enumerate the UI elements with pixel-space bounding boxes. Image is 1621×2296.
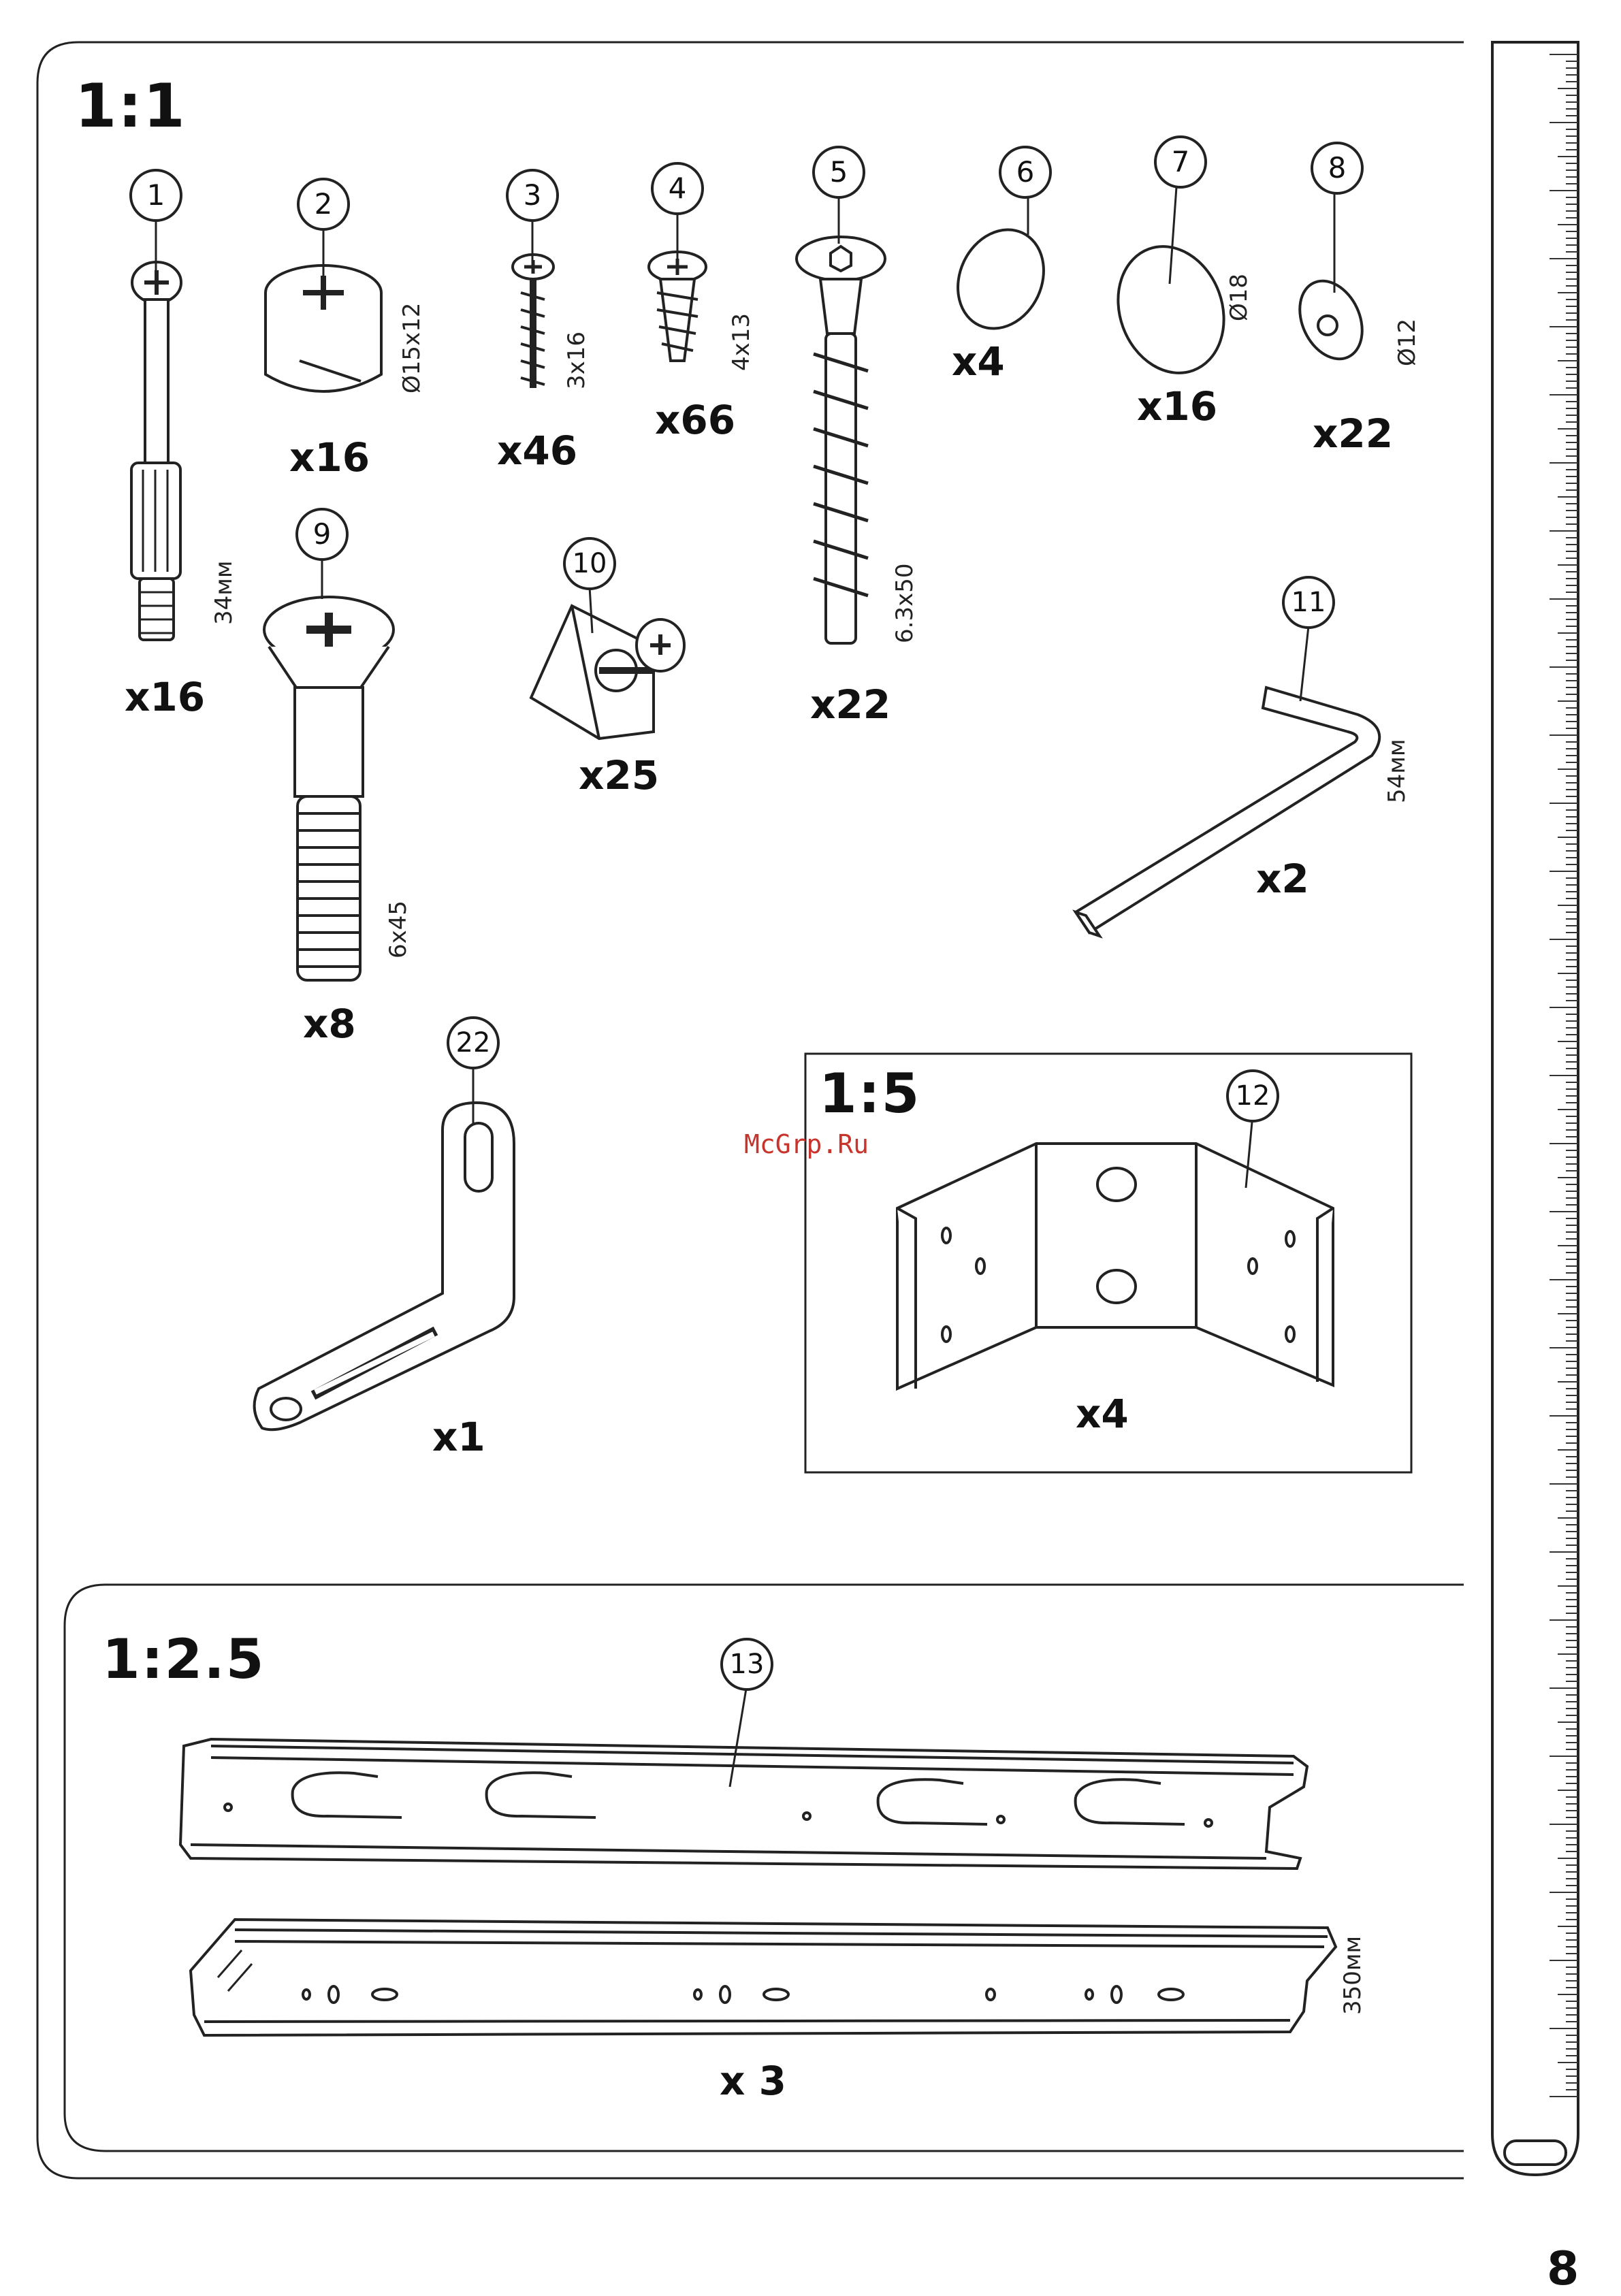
part-number-2: 2 bbox=[315, 190, 333, 219]
part-11-hex-key bbox=[1076, 688, 1379, 936]
scale-label-main: 1:1 bbox=[75, 76, 187, 136]
dim-part-11: 54мм bbox=[1385, 739, 1409, 803]
dim-part-3: 3x16 bbox=[565, 332, 588, 389]
qty-part-5: x22 bbox=[810, 685, 890, 724]
qty-part-10: x25 bbox=[579, 756, 659, 795]
part-22-l-bracket bbox=[255, 1103, 514, 1429]
part-number-9: 9 bbox=[313, 520, 332, 549]
part-10-corner-block bbox=[531, 606, 684, 739]
part-1-cam-bolt bbox=[131, 262, 181, 640]
part-9-bolt bbox=[264, 597, 394, 980]
part-2-cam-lock bbox=[266, 265, 381, 391]
dim-part-1: 34мм bbox=[212, 560, 236, 625]
qty-part-6: x4 bbox=[952, 342, 1005, 381]
dim-part-8: Ø12 bbox=[1396, 319, 1419, 366]
qty-part-11: x2 bbox=[1256, 859, 1309, 899]
part-number-11: 11 bbox=[1291, 589, 1326, 616]
qty-part-7: x16 bbox=[1137, 387, 1217, 426]
part-12-angle-bracket bbox=[897, 1144, 1333, 1389]
part-number-13: 13 bbox=[730, 1651, 765, 1678]
scale-label-rail: 1:2.5 bbox=[102, 1632, 265, 1687]
part-4-screw bbox=[649, 252, 706, 361]
part-13-drawer-slide-lower bbox=[191, 1920, 1336, 2035]
qty-part-22: x1 bbox=[432, 1417, 485, 1457]
dim-part-2: Ø15x12 bbox=[400, 303, 423, 393]
dim-part-4: 4x13 bbox=[730, 313, 753, 371]
part-8-cap bbox=[1288, 271, 1375, 369]
part-number-10: 10 bbox=[573, 550, 607, 577]
part-13-drawer-slide-upper bbox=[180, 1739, 1307, 1869]
qty-part-12: x4 bbox=[1076, 1394, 1129, 1434]
qty-part-3: x46 bbox=[497, 431, 577, 470]
watermark: McGrp.Ru bbox=[744, 1131, 869, 1157]
qty-part-13: x 3 bbox=[720, 2061, 786, 2101]
dim-part-9: 6x45 bbox=[387, 901, 410, 958]
qty-part-8: x22 bbox=[1313, 414, 1393, 453]
part-6-cap bbox=[942, 216, 1059, 343]
part-number-7: 7 bbox=[1172, 148, 1190, 176]
scale-label-bracket: 1:5 bbox=[819, 1067, 920, 1121]
part-number-6: 6 bbox=[1016, 158, 1035, 187]
part-number-4: 4 bbox=[669, 174, 687, 203]
part-number-3: 3 bbox=[524, 181, 542, 210]
qty-part-2: x16 bbox=[289, 438, 370, 477]
qty-part-9: x8 bbox=[303, 1004, 356, 1044]
dim-part-13: 350мм bbox=[1341, 1936, 1364, 2015]
page-number: 8 bbox=[1547, 2246, 1579, 2293]
part-number-8: 8 bbox=[1328, 154, 1347, 182]
dim-part-5: 6.3x50 bbox=[893, 564, 916, 643]
part-number-1: 1 bbox=[147, 181, 165, 210]
dim-part-7: Ø18 bbox=[1227, 274, 1251, 321]
qty-part-1: x16 bbox=[125, 677, 205, 717]
part-5-confirmat bbox=[797, 237, 885, 643]
ruler bbox=[1492, 42, 1578, 2175]
part-number-5: 5 bbox=[830, 158, 848, 187]
part-number-12: 12 bbox=[1236, 1082, 1270, 1110]
part-number-22: 22 bbox=[456, 1029, 491, 1056]
qty-part-4: x66 bbox=[655, 400, 735, 440]
part-3-screw bbox=[513, 255, 553, 388]
